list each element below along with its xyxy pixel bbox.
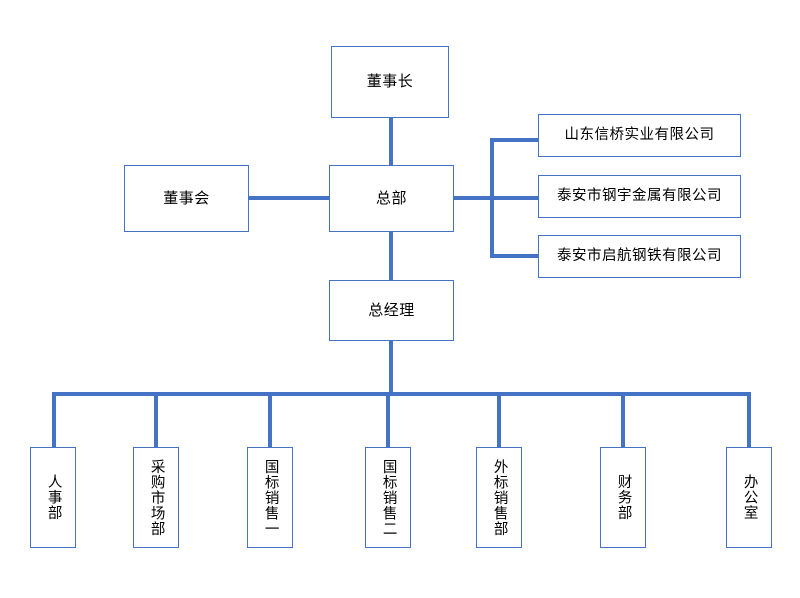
node-subsidiary-2[interactable]: 泰安市钢宇金属有限公司	[538, 175, 741, 218]
connector-subsidiary-branch-3	[490, 254, 539, 258]
connector-department-drop-4	[386, 392, 390, 448]
node-board-of-directors-label: 董事会	[163, 188, 210, 207]
connector-department-drop-6	[621, 392, 625, 448]
node-chairman-label: 董事长	[366, 72, 414, 91]
connector-department-bus	[52, 392, 751, 396]
connector-department-drop-7	[747, 392, 751, 448]
connector-department-drop-1	[52, 392, 56, 448]
node-department-domestic-sales-1[interactable]: 国标销售一	[247, 447, 293, 548]
connector-subsidiary-branch-1	[490, 138, 539, 142]
node-general-manager[interactable]: 总经理	[329, 280, 454, 341]
node-department-office[interactable]: 办公室	[726, 447, 772, 548]
connector-chairman-to-headquarters	[389, 117, 393, 167]
connector-subsidiary-branch-2	[490, 196, 539, 200]
node-headquarters-label: 总部	[375, 188, 407, 207]
node-subsidiary-3[interactable]: 泰安市启航钢铁有限公司	[538, 235, 741, 278]
node-department-finance-label: 财务部	[615, 474, 632, 521]
node-subsidiary-1-label: 山东信桥实业有限公司	[564, 126, 715, 143]
node-subsidiary-1[interactable]: 山东信桥实业有限公司	[538, 114, 741, 157]
node-department-hr-label: 人事部	[45, 474, 62, 521]
node-department-office-label: 办公室	[741, 474, 758, 521]
connector-department-drop-3	[268, 392, 272, 448]
node-department-export-sales-label: 外标销售部	[491, 458, 508, 537]
node-general-manager-label: 总经理	[368, 300, 415, 319]
node-department-procurement-market[interactable]: 采购市场部	[133, 447, 179, 548]
node-department-export-sales[interactable]: 外标销售部	[476, 447, 522, 548]
connector-department-drop-2	[154, 392, 158, 448]
connector-general-manager-to-department-bus	[389, 341, 393, 396]
connector-department-drop-5	[497, 392, 501, 448]
node-subsidiary-2-label: 泰安市钢宇金属有限公司	[557, 187, 722, 204]
node-department-domestic-sales-1-label: 国标销售一	[262, 458, 279, 537]
connector-headquarters-to-subsidiary-trunk	[453, 196, 494, 200]
node-department-finance[interactable]: 财务部	[600, 447, 646, 548]
connector-headquarters-to-general-manager	[389, 231, 393, 280]
node-headquarters[interactable]: 总部	[329, 165, 454, 232]
node-department-domestic-sales-2[interactable]: 国标销售二	[365, 447, 411, 548]
node-board-of-directors[interactable]: 董事会	[124, 165, 249, 232]
node-subsidiary-3-label: 泰安市启航钢铁有限公司	[557, 247, 722, 264]
node-department-procurement-market-label: 采购市场部	[148, 458, 165, 537]
node-chairman[interactable]: 董事长	[331, 46, 449, 118]
connector-board-to-headquarters	[248, 196, 330, 200]
node-department-hr[interactable]: 人事部	[30, 447, 76, 548]
node-department-domestic-sales-2-label: 国标销售二	[380, 458, 397, 537]
